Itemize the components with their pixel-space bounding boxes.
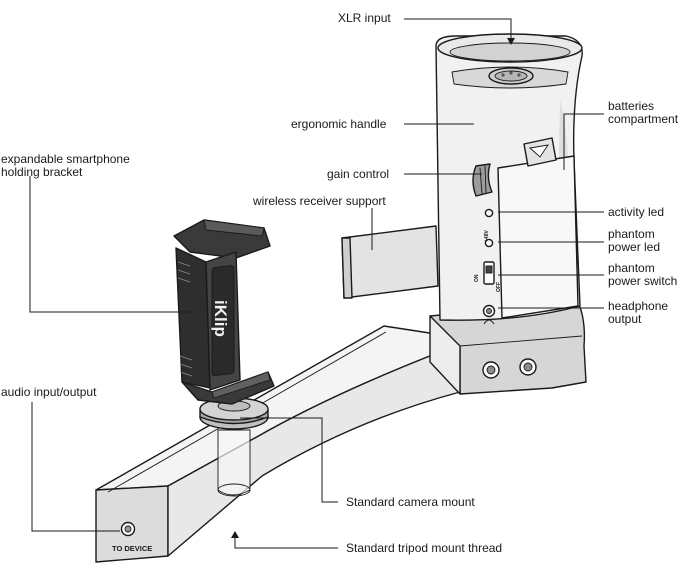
label-batteries-compartment: batteries compartment bbox=[608, 99, 679, 126]
switch-on-label: ON bbox=[474, 274, 480, 282]
label-gain-control: gain control bbox=[327, 167, 390, 181]
camera-mount bbox=[199, 397, 269, 497]
switch-off-label: OFF bbox=[496, 282, 502, 292]
label-phantom-power-switch: phantom power switch bbox=[608, 261, 678, 288]
label-activity-led: activity led bbox=[608, 205, 665, 219]
label-wireless-receiver: wireless receiver support bbox=[253, 194, 386, 208]
label-ergonomic-handle: ergonomic handle bbox=[291, 117, 387, 131]
handle-body: +48V ON OFF bbox=[429, 33, 587, 395]
label-xlr-input: XLR input bbox=[338, 11, 391, 25]
label-phantom-power-led: phantom power led bbox=[608, 227, 661, 254]
wireless-receiver-plate bbox=[341, 225, 439, 299]
leader-lines bbox=[29, 18, 604, 549]
phantom-mark: +48V bbox=[484, 230, 490, 242]
label-expandable-bracket: expandable smartphone holding bracket bbox=[1, 152, 130, 179]
label-camera-mount: Standard camera mount bbox=[346, 495, 475, 509]
smartphone-bracket: iKlip bbox=[173, 219, 275, 405]
label-audio-io: audio input/output bbox=[1, 385, 97, 399]
port-label: TO DEVICE bbox=[112, 544, 152, 553]
brand-logo: iKlip bbox=[211, 300, 230, 337]
label-headphone-output: headphone output bbox=[608, 299, 669, 326]
label-tripod-thread: Standard tripod mount thread bbox=[346, 541, 503, 555]
base-arm: TO DEVICE bbox=[95, 325, 463, 563]
